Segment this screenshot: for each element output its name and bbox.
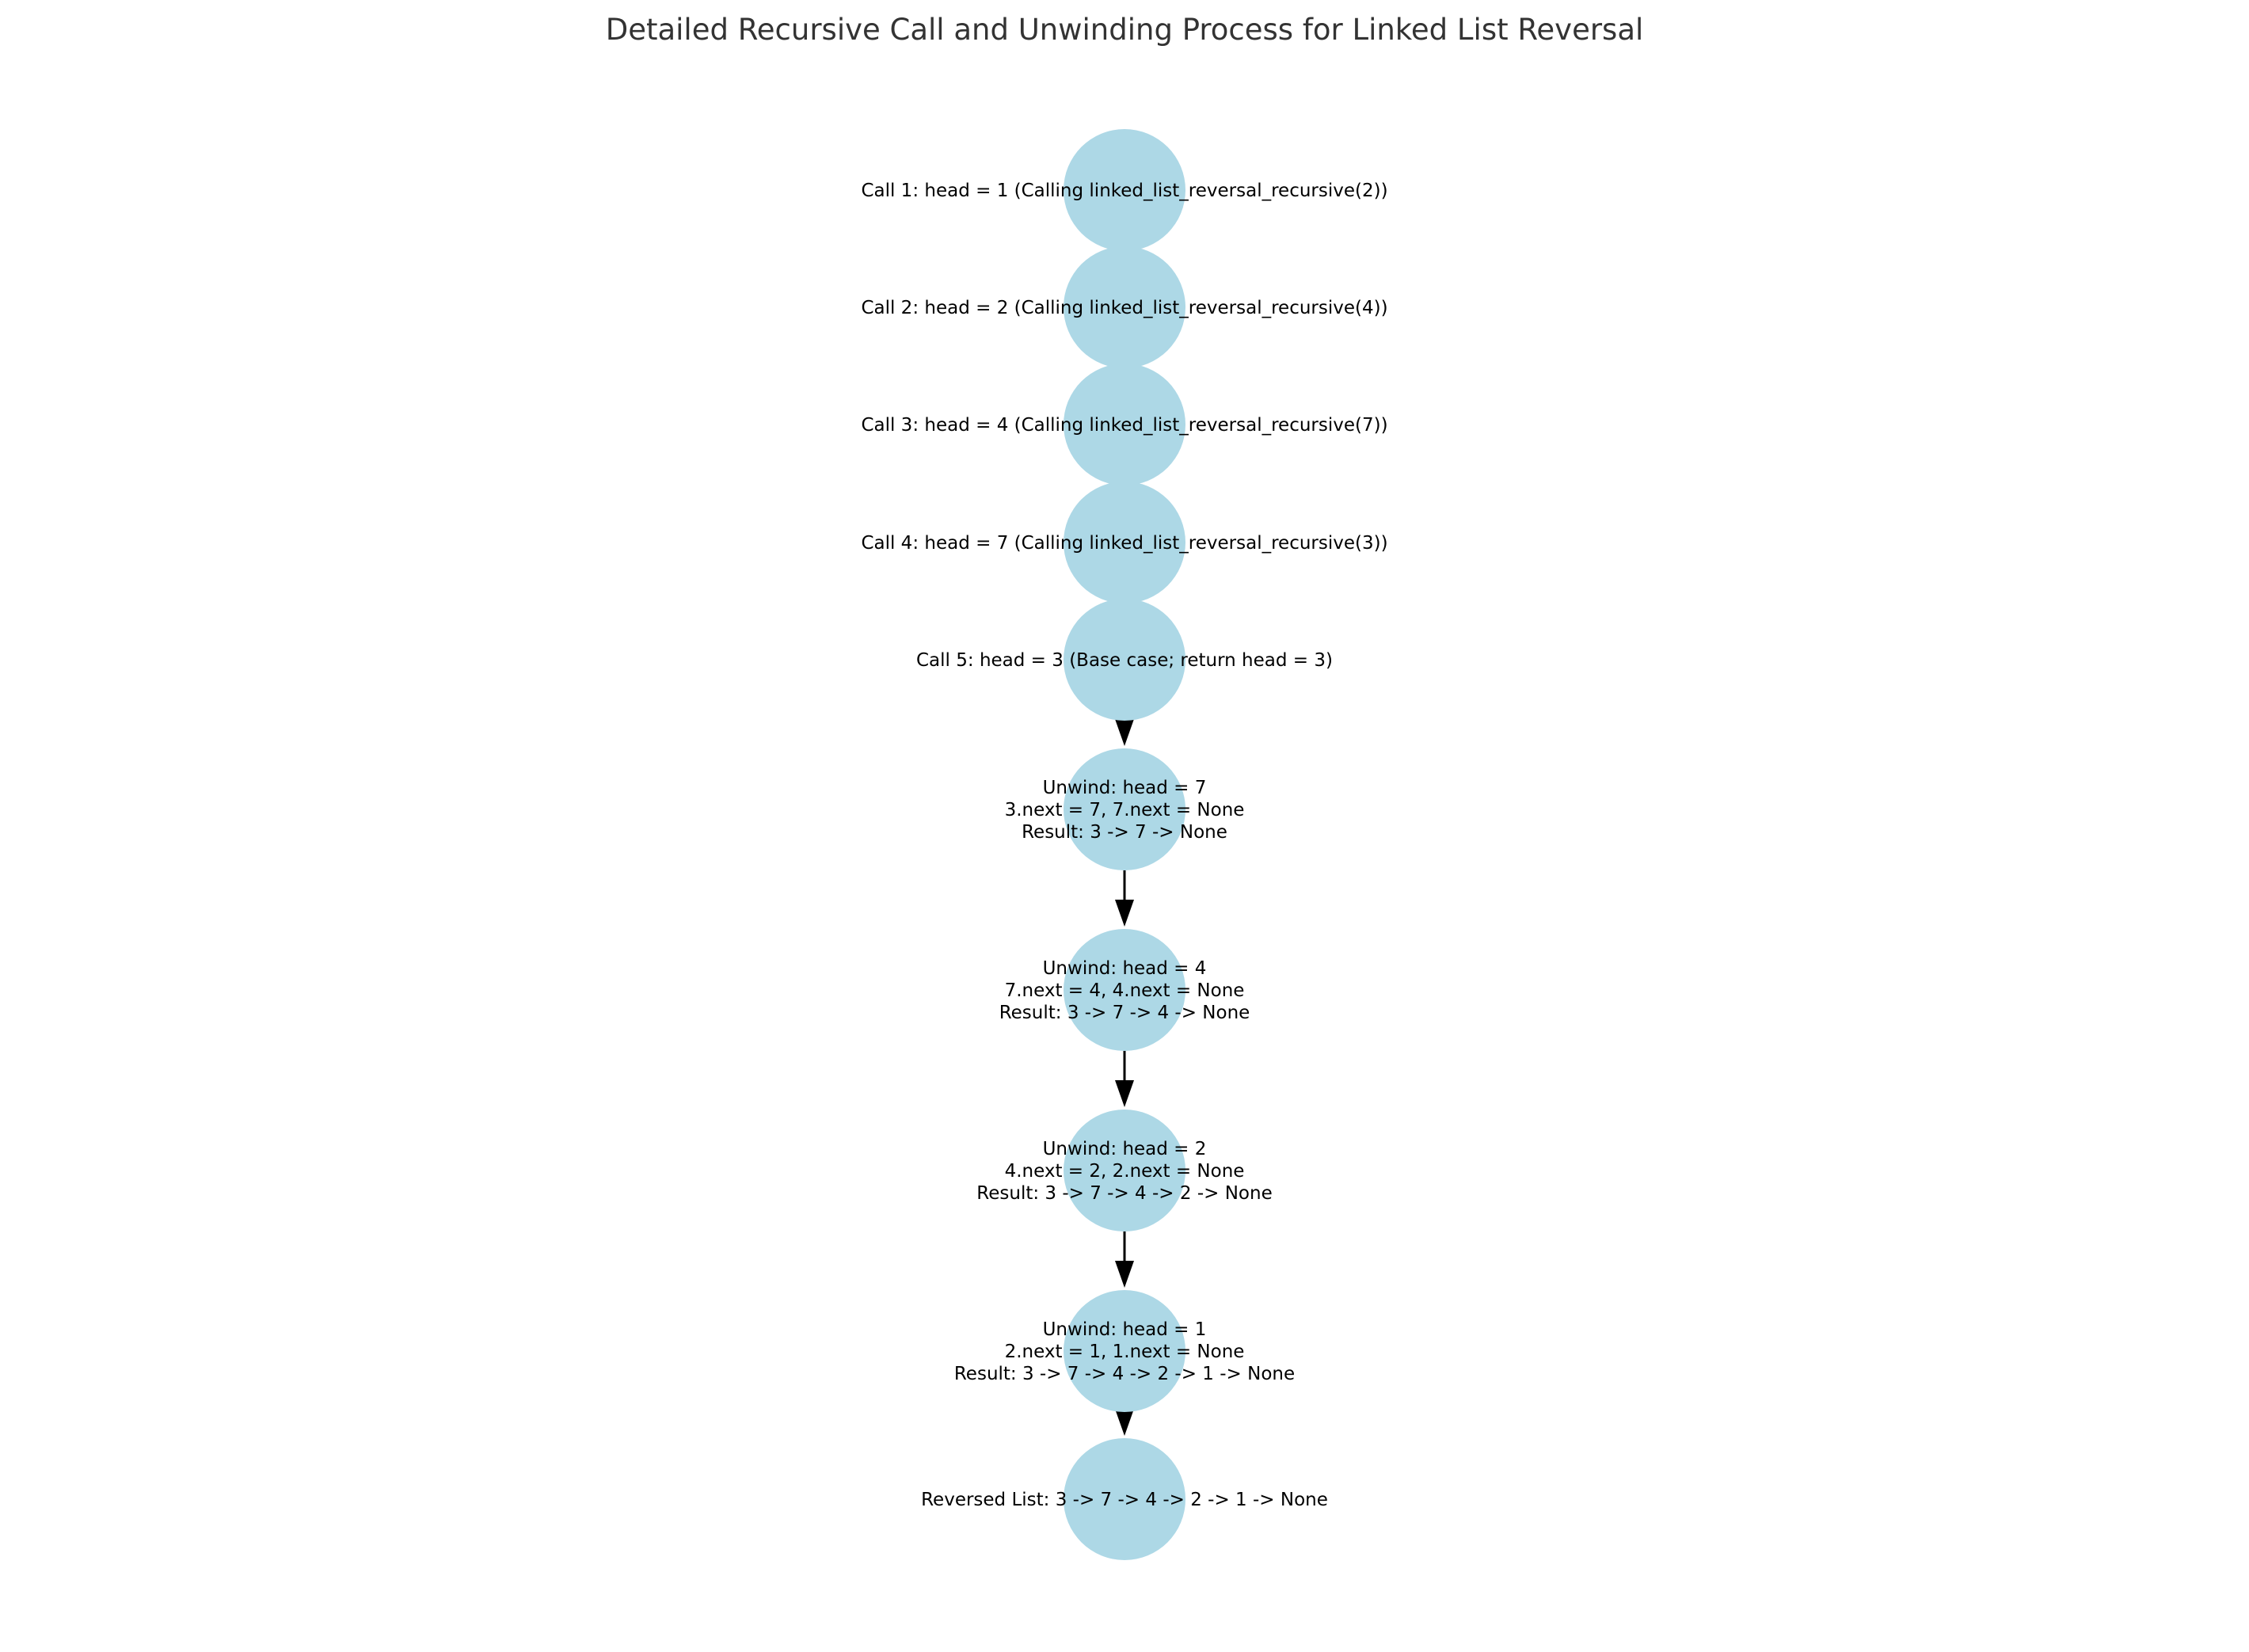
node-circle-1 xyxy=(1064,129,1185,251)
node-circle-7 xyxy=(1064,929,1185,1051)
node-label-line: Call 5: head = 3 (Base case; return head… xyxy=(916,650,1333,671)
node-label-10: Reversed List: 3 -> 7 -> 4 -> 2 -> 1 -> … xyxy=(921,1490,1328,1510)
edge-arrow-9 xyxy=(1115,1409,1134,1436)
edge-arrow-6 xyxy=(1115,870,1134,927)
node-label-line: 3.next = 7, 7.next = None xyxy=(1005,800,1245,820)
node-label-3: Call 3: head = 4 (Calling linked_list_re… xyxy=(861,415,1387,436)
edge-arrow-7 xyxy=(1115,1051,1134,1107)
node-label-line: Result: 3 -> 7 -> 4 -> None xyxy=(999,1003,1250,1023)
arrowhead-icon xyxy=(1115,1080,1134,1107)
node-label-line: Result: 3 -> 7 -> 4 -> 2 -> None xyxy=(976,1183,1272,1204)
node-circle-6 xyxy=(1064,748,1185,870)
node-circle-2 xyxy=(1064,246,1185,368)
node-label-2: Call 2: head = 2 (Calling linked_list_re… xyxy=(861,298,1387,318)
node-label-line: Call 2: head = 2 (Calling linked_list_re… xyxy=(861,298,1387,318)
edges-layer xyxy=(1115,719,1134,1436)
node-label-line: 2.next = 1, 1.next = None xyxy=(1005,1342,1245,1362)
node-label-line: Unwind: head = 7 xyxy=(1043,778,1207,798)
node-label-line: Call 1: head = 1 (Calling linked_list_re… xyxy=(861,181,1387,201)
labels-layer: Call 1: head = 1 (Calling linked_list_re… xyxy=(861,181,1387,1510)
node-circle-4 xyxy=(1064,482,1185,603)
node-circle-9 xyxy=(1064,1290,1185,1412)
node-label-line: Unwind: head = 1 xyxy=(1043,1319,1207,1340)
node-label-line: Unwind: head = 2 xyxy=(1043,1139,1207,1159)
node-label-4: Call 4: head = 7 (Calling linked_list_re… xyxy=(861,533,1387,554)
node-label-line: Call 3: head = 4 (Calling linked_list_re… xyxy=(861,415,1387,436)
arrowhead-icon xyxy=(1115,900,1134,927)
edge-arrow-5 xyxy=(1115,719,1134,746)
node-circle-8 xyxy=(1064,1110,1185,1231)
edge-arrow-8 xyxy=(1115,1231,1134,1288)
node-label-line: Call 4: head = 7 (Calling linked_list_re… xyxy=(861,533,1387,554)
arrowhead-icon xyxy=(1115,719,1134,746)
node-circle-5 xyxy=(1064,599,1185,721)
node-circle-3 xyxy=(1064,364,1185,485)
node-label-1: Call 1: head = 1 (Calling linked_list_re… xyxy=(861,181,1387,201)
arrowhead-icon xyxy=(1115,1409,1134,1436)
node-label-5: Call 5: head = 3 (Base case; return head… xyxy=(916,650,1333,671)
node-label-line: 4.next = 2, 2.next = None xyxy=(1005,1161,1245,1182)
node-label-line: Unwind: head = 4 xyxy=(1043,958,1207,979)
arrowhead-icon xyxy=(1115,1261,1134,1288)
node-label-line: Reversed List: 3 -> 7 -> 4 -> 2 -> 1 -> … xyxy=(921,1490,1328,1510)
node-label-line: Result: 3 -> 7 -> None xyxy=(1022,822,1227,843)
node-circle-10 xyxy=(1064,1438,1185,1560)
nodes-layer xyxy=(1064,129,1185,1560)
node-label-line: 7.next = 4, 4.next = None xyxy=(1005,980,1245,1001)
node-label-line: Result: 3 -> 7 -> 4 -> 2 -> 1 -> None xyxy=(954,1364,1295,1384)
diagram-title: Detailed Recursive Call and Unwinding Pr… xyxy=(606,13,1644,47)
